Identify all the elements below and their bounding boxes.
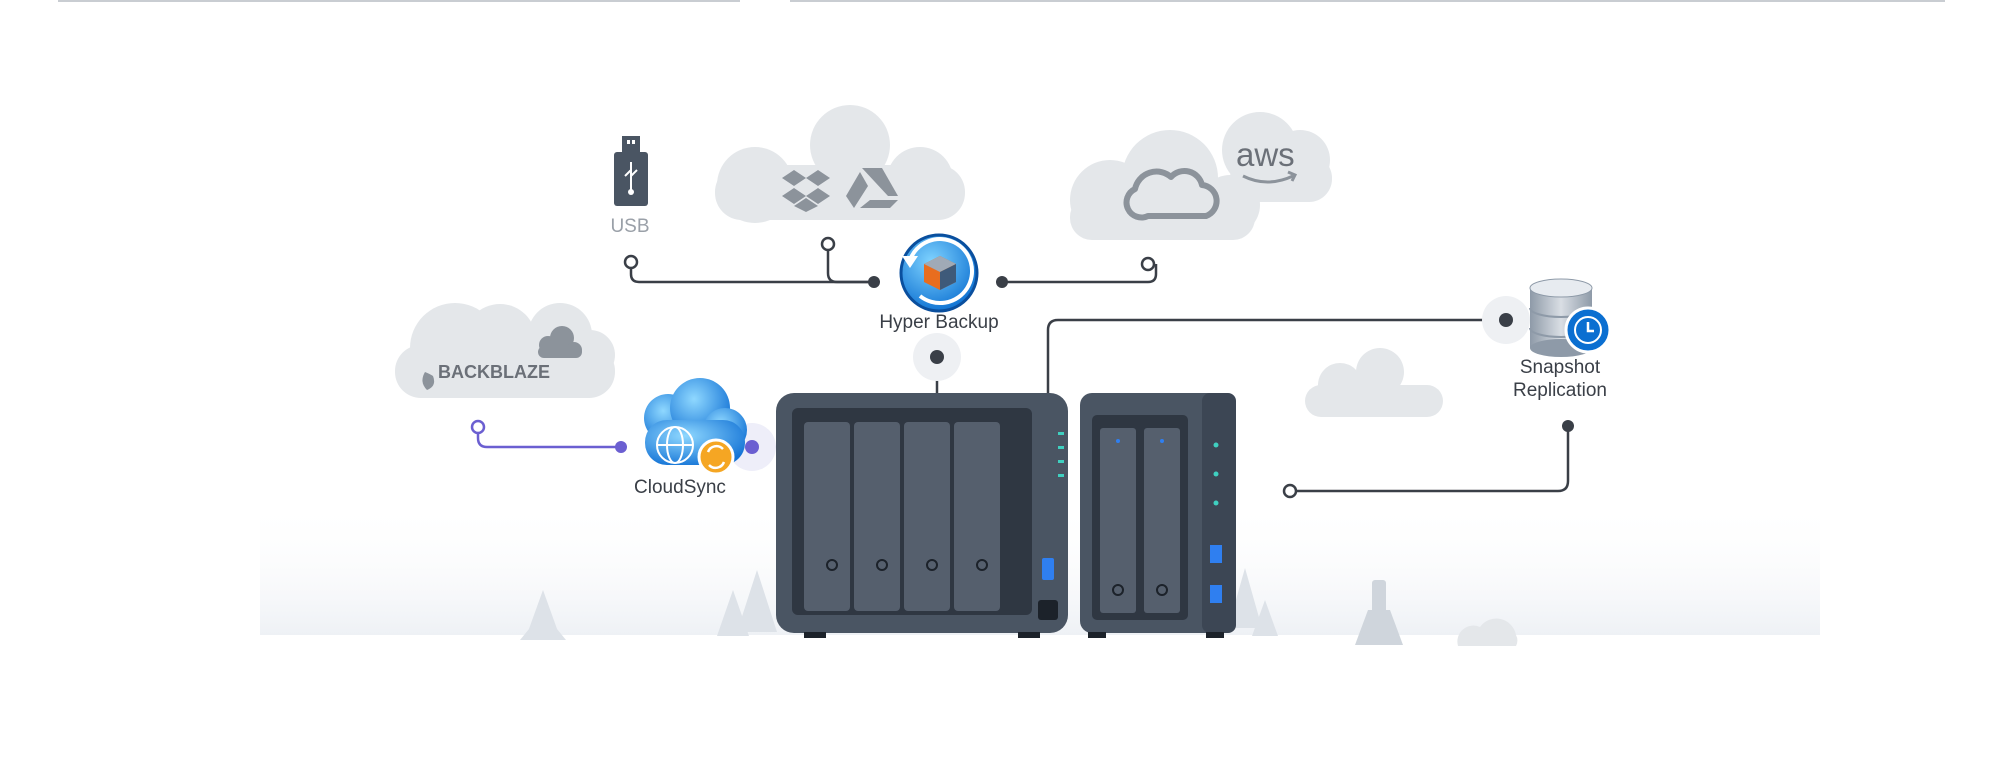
backblaze-logo (422, 372, 435, 390)
storage-cloud (715, 105, 965, 223)
usb-label: USB (610, 216, 650, 237)
snapshot-replication-label-line2: Replication (1513, 380, 1607, 401)
usb-port (1042, 558, 1054, 580)
power-button (1038, 600, 1058, 620)
snapshot-replication-icon (1529, 278, 1612, 357)
top-dividers (58, 0, 1945, 2)
cloudsync-icon (644, 378, 747, 476)
nas-4bay (776, 393, 1068, 638)
google-drive-icon (846, 168, 898, 208)
dropbox-icon (782, 170, 830, 212)
snapshot-replication-label-line1: Snapshot (1519, 357, 1601, 378)
hyper-backup-icon (899, 233, 979, 313)
cloudsync-label: CloudSync (634, 477, 726, 498)
hyper-backup-label: Hyper Backup (879, 312, 999, 333)
generic-cloud-icon (1123, 168, 1220, 221)
small-cloud (1305, 348, 1443, 417)
nas-2bay (1080, 393, 1236, 638)
connector-lines (476, 247, 1570, 493)
backblaze-logo-text: BACKBLAZE (438, 362, 550, 382)
aws-logo-text: aws (1236, 136, 1295, 173)
aws-logo (1242, 170, 1298, 184)
usb-icon (614, 136, 648, 206)
drive-bays (804, 422, 1000, 611)
aws-cloud (1222, 112, 1332, 202)
ground-small-cloud (1457, 618, 1518, 646)
status-leds (1058, 432, 1064, 477)
background-trees (520, 568, 1278, 640)
onedrive-icon (538, 326, 582, 358)
lighthouse-icon (1355, 580, 1403, 645)
